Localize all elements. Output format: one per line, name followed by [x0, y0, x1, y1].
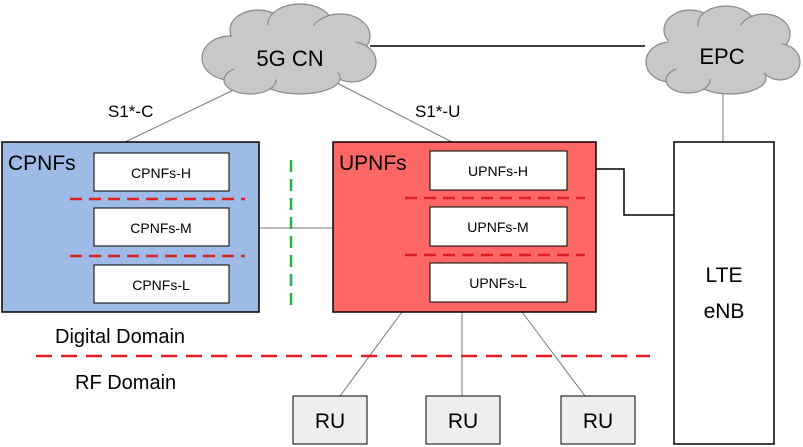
radio-unit-3: RU [560, 395, 636, 445]
upnfs-h-label: UPNFs-H [468, 163, 528, 179]
s1u-link [334, 81, 453, 143]
cpnfs-title: CPNFs [8, 152, 76, 175]
upnfs-m-label: UPNFs-M [467, 219, 528, 235]
s1u-label: S1*-U [415, 102, 460, 121]
s1c-label: S1*-C [108, 102, 153, 121]
radio-unit-2: RU [425, 395, 501, 445]
radio-unit-1: RU [292, 395, 368, 445]
cloud-epc-label: EPC [699, 44, 744, 69]
cpnfs-l-label: CPNFs-L [132, 277, 190, 293]
ru1-link [339, 311, 403, 397]
ru-3-label: RU [583, 410, 613, 433]
digital-domain-label: Digital Domain [55, 326, 185, 348]
cloud-5g-cn-label: 5G CN [256, 46, 323, 71]
cpnfs-h-label: CPNFs-H [131, 165, 191, 181]
lte-label: LTE [706, 264, 743, 287]
s1c-link [124, 85, 243, 143]
lte-enb-block: LTE eNB [673, 141, 775, 445]
cpnfs-m-label: CPNFs-M [130, 220, 191, 236]
cloud-epc: EPC [645, 5, 801, 95]
upnfs-title: UPNFs [339, 152, 407, 175]
upnfs-block: UPNFs UPNFs-H UPNFs-M UPNFs-L [332, 141, 597, 313]
enb-label: eNB [704, 300, 745, 323]
ru-1-label: RU [315, 410, 345, 433]
cloud-5g-cn: 5G CN [201, 3, 377, 95]
ru3-link [521, 311, 586, 397]
cpnfs-block: CPNFs CPNFs-H CPNFs-M CPNFs-L [1, 141, 260, 313]
upnfs-l-label: UPNFs-L [469, 275, 527, 291]
ru-2-label: RU [448, 410, 478, 433]
upnfs-enb-link [596, 168, 674, 216]
rf-domain-label: RF Domain [75, 372, 176, 394]
